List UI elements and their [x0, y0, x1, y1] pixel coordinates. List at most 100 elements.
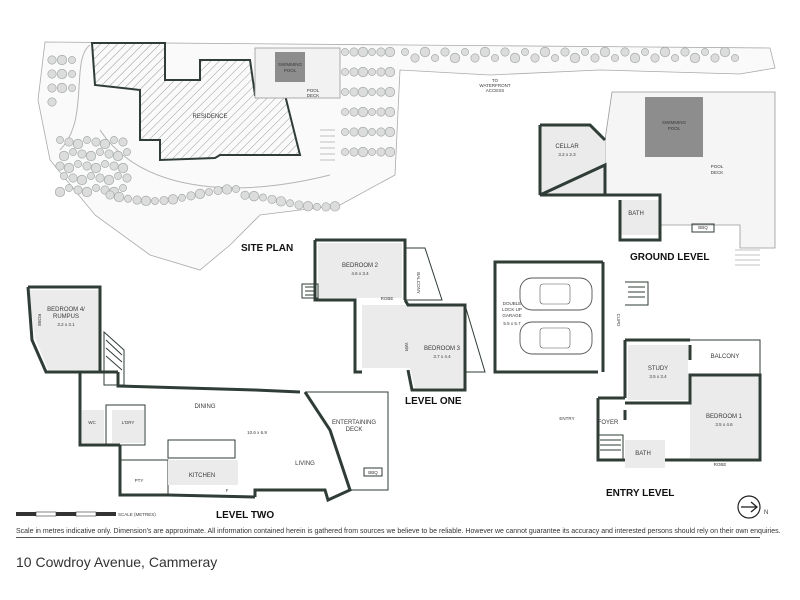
tree-icon: [104, 149, 114, 159]
site-residence-label: RESIDENCE: [192, 114, 227, 120]
tree-icon: [470, 53, 480, 63]
tree-icon: [58, 150, 70, 162]
tree-icon: [294, 200, 304, 210]
ground-bath-wall: [605, 193, 662, 242]
entry-label: ENTRY: [559, 416, 574, 421]
tree-icon: [620, 47, 630, 57]
bedroom2-room: [318, 243, 402, 298]
tree-icon: [69, 148, 77, 156]
tree-icon: [384, 46, 396, 58]
ground-cellar: [540, 125, 605, 195]
tree-icon: [267, 194, 277, 204]
tree-icon: [140, 195, 152, 206]
waterfront-access-label-2: WATERFRONT: [479, 83, 510, 88]
level-two: BEDROOM 4/ RUMPUS 3.2 x 3.1 ROBE DINING …: [26, 285, 389, 521]
tree-icon: [357, 66, 369, 78]
cellar-size: 3.2 x 2.3: [558, 152, 576, 157]
site-pool-deck-label-2: DECK: [307, 93, 320, 98]
tree-icon: [357, 46, 369, 58]
tree-icon: [109, 161, 119, 171]
tree-icon: [419, 46, 431, 58]
tree-icon: [56, 54, 68, 66]
level-two-bbq: [363, 467, 383, 477]
tree-icon: [349, 87, 359, 97]
entry-level-wall: [596, 338, 762, 462]
fridge-label: F: [226, 488, 229, 493]
ground-pool-deck-label-1: POOL: [711, 164, 724, 169]
tree-icon: [114, 172, 122, 180]
tree-icon: [329, 201, 341, 212]
tree-icon: [313, 202, 321, 211]
entry-bath-room: [625, 440, 665, 468]
divider: [16, 537, 760, 538]
tree-icon: [132, 195, 142, 205]
tree-icon: [122, 173, 132, 183]
tree-icon: [384, 146, 396, 158]
level-two-stair: [103, 330, 125, 386]
tree-icon: [99, 138, 111, 150]
ldry-label: L'DRY: [122, 420, 135, 425]
tree-icon: [357, 126, 369, 138]
disclaimer-text: Scale in metres indicative only. Dimensi…: [16, 528, 781, 535]
tree-icon: [47, 83, 57, 93]
site-plan: RESIDENCE SWIMMING POOL POOL DECK TO WAT…: [37, 41, 776, 271]
tree-icon: [384, 126, 396, 138]
tree-icon: [55, 161, 65, 171]
waterfront-access-label-1: TO: [492, 78, 499, 83]
tree-icon: [82, 161, 92, 171]
tree-icon: [509, 52, 521, 64]
tree-icon: [64, 137, 74, 147]
tree-icon: [110, 136, 118, 144]
site-plan-title: SITE PLAN: [241, 243, 293, 254]
tree-icon: [83, 136, 91, 144]
tree-icon: [72, 138, 84, 150]
tree-icon: [521, 48, 529, 56]
site-path: [99, 129, 331, 189]
cpd-label: CUPD: [616, 314, 621, 328]
tree-icon: [167, 194, 179, 205]
tree-icon: [186, 191, 196, 201]
tree-icon: [641, 48, 649, 56]
tree-icon: [500, 47, 510, 57]
site-trees: [47, 46, 739, 212]
study-label: STUDY: [648, 366, 668, 372]
level-one-balcony: [405, 247, 486, 373]
tree-icon: [47, 97, 57, 107]
tree-icon: [77, 149, 87, 159]
tree-icon: [376, 127, 386, 137]
ldry-room: [112, 410, 144, 443]
tree-icon: [151, 197, 159, 205]
tree-icon: [349, 67, 359, 77]
tree-icon: [530, 53, 540, 63]
tree-icon: [205, 188, 213, 196]
study-size: 3.5 x 3.4: [649, 374, 667, 379]
tree-icon: [68, 56, 76, 64]
tree-icon: [461, 48, 469, 56]
tree-icon: [341, 88, 349, 96]
tree-icon: [87, 172, 95, 180]
bedroom4-label-2: RUMPUS: [53, 314, 79, 320]
property-address: 10 Cowdroy Avenue, Cammeray: [16, 554, 218, 570]
site-stairs: [320, 129, 335, 161]
tree-icon: [92, 184, 100, 192]
tree-icon: [710, 53, 720, 63]
tree-icon: [240, 190, 250, 200]
tree-icon: [368, 128, 376, 136]
site-residence: [90, 42, 302, 162]
tree-icon: [599, 46, 611, 58]
tree-icon: [286, 199, 294, 208]
tree-icon: [275, 196, 287, 207]
level-two-bbq-label: BBQ: [368, 470, 378, 475]
tree-icon: [232, 185, 240, 193]
tree-icon: [384, 66, 396, 78]
scale-bar-label: SCALE (METRES): [118, 512, 156, 517]
tree-icon: [47, 69, 57, 79]
tree-icon: [539, 46, 551, 58]
wc-room: [82, 410, 104, 443]
garage-car-2: [519, 321, 593, 355]
site-pool-label-2: POOL: [284, 68, 297, 73]
bedroom2-label: BEDROOM 2: [342, 263, 379, 269]
tree-icon: [376, 67, 386, 77]
tree-icon: [73, 185, 83, 195]
tree-icon: [376, 107, 386, 117]
